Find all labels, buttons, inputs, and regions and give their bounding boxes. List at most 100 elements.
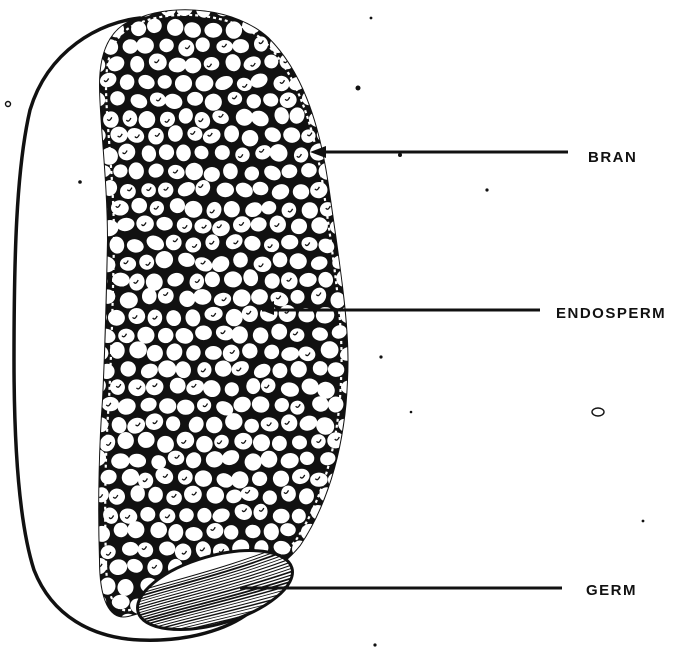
bran-label: BRAN [588,149,637,166]
endosperm-cell [403,289,423,309]
endosperm-cell [412,556,433,575]
endosperm-cell [301,630,318,647]
cell-nucleus-mark [266,637,271,640]
endosperm-cell [325,505,346,526]
endosperm-cell [382,537,404,558]
cell-nucleus-mark [87,511,92,514]
endosperm-cell [333,487,354,509]
cell-nucleus-mark [335,78,340,81]
cell-nucleus-mark [341,636,346,639]
cell-nucleus-mark [374,367,379,370]
endosperm-cell [433,165,453,183]
endosperm-cell [375,489,393,507]
cell-nucleus-mark [411,298,416,301]
cell-nucleus-mark [402,25,407,28]
endosperm-cell [204,23,222,38]
endosperm-cell [396,452,415,469]
endosperm-cell [385,612,404,631]
cell-nucleus-mark [353,114,358,117]
endosperm-cell [416,416,432,433]
endosperm-cell [413,90,429,106]
cell-nucleus-mark [440,461,445,464]
endosperm-cell [420,612,440,631]
endosperm-cell [364,218,382,235]
endosperm-cell [311,40,327,56]
cell-nucleus-mark [360,311,365,314]
cell-nucleus-mark [409,263,414,266]
endosperm-cell [338,595,358,613]
cell-nucleus-mark [381,60,386,63]
endosperm-cell [346,110,366,127]
endosperm-cell [79,217,101,238]
endosperm-cell [328,179,349,200]
endosperm-cell [350,291,366,306]
endosperm-cell [395,58,414,75]
endosperm-cell [376,17,391,34]
cell-nucleus-mark [371,46,376,49]
endosperm-cell [375,271,394,289]
cell-nucleus-mark [232,642,237,645]
endosperm-cell [431,267,453,287]
endosperm-cell [441,467,459,485]
endosperm-cell [451,560,471,578]
endosperm-cell [80,323,99,341]
endosperm-cell [375,416,391,431]
endosperm-cell [295,595,316,617]
endosperm-cell [335,124,355,144]
endosperm-cell [364,322,386,343]
endosperm-cell [309,541,331,563]
endosperm-cell [372,556,394,576]
endosperm-cell [413,56,433,75]
cell-nucleus-mark [93,454,98,457]
endosperm-cell [394,487,415,509]
cell-nucleus-mark [391,331,396,334]
endosperm-cell [421,471,442,490]
cell-nucleus-mark [357,512,362,515]
endosperm-cell [435,238,452,253]
endosperm-cell [359,197,376,214]
endosperm-cell [396,233,416,252]
endosperm-cell [384,395,403,414]
endosperm-cell [348,434,365,448]
endosperm-cell [282,597,301,616]
cell-nucleus-mark [350,474,355,477]
endosperm-cell [448,235,469,255]
endosperm-cell [258,631,279,651]
cell-nucleus-mark [449,224,454,227]
cell-nucleus-mark [91,621,96,624]
endosperm-cell [383,110,401,127]
endosperm-cell [352,91,374,113]
endosperm-cell [431,489,447,504]
endosperm-cell [345,250,366,271]
cell-nucleus-mark [306,636,311,639]
endosperm-cell [348,504,367,523]
endosperm-cell [394,203,411,217]
endosperm-cell [423,253,441,273]
endosperm-cell [396,129,415,144]
endosperm-cell [308,72,325,90]
endosperm-cell [357,452,374,467]
cell-nucleus-mark [445,5,450,8]
cell-nucleus-mark [430,295,435,298]
endosperm-cell [411,376,430,397]
endosperm-cell [316,18,335,37]
cell-nucleus-mark [458,135,463,138]
cell-nucleus-mark [460,59,465,62]
endosperm-cell [422,542,442,560]
endosperm-cell [77,538,99,559]
endosperm-cell [348,323,367,341]
endosperm-cell [99,364,114,379]
germ-label: GERM [586,582,637,599]
endosperm-cell [443,325,462,342]
endosperm-cell [217,183,234,198]
endosperm-cell [80,145,102,166]
endosperm-cell [365,253,386,274]
endosperm-cell [431,633,448,647]
endosperm-cell [345,398,364,417]
endosperm-cell [80,433,97,448]
cell-nucleus-mark [375,80,380,83]
endosperm-cell [425,218,443,235]
cell-nucleus-mark [372,330,377,333]
endosperm-cell [451,199,469,218]
endosperm-cell [254,614,272,630]
